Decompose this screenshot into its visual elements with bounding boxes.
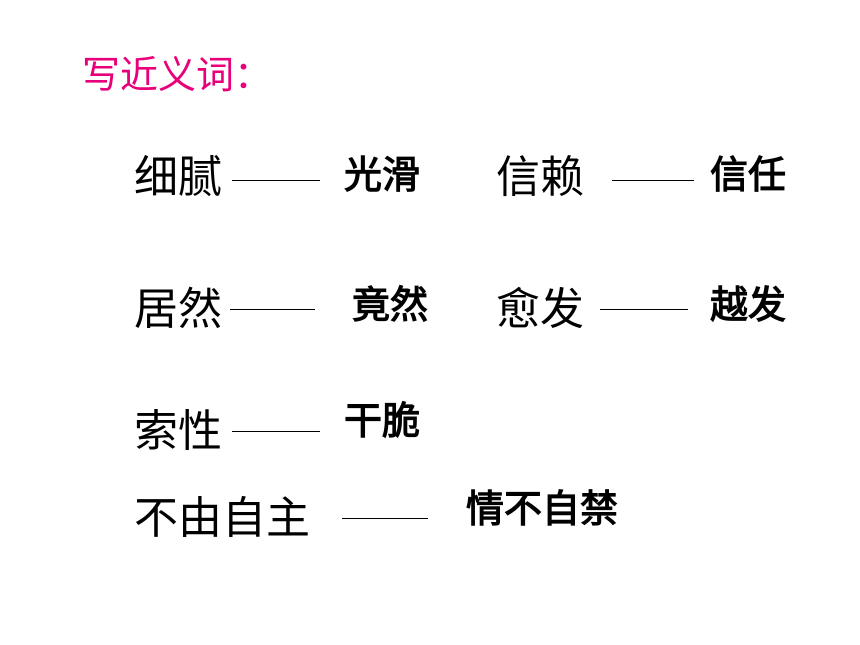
- answer-6: 情不自禁: [466, 487, 619, 531]
- word-6: 不由自主: [134, 493, 310, 544]
- dash-2: [612, 180, 694, 181]
- dash-4: [600, 309, 688, 310]
- answer-3: 竟然: [352, 283, 429, 327]
- answer-4: 越发: [710, 283, 787, 327]
- dash-3: [230, 309, 315, 310]
- answer-1: 光滑: [344, 153, 421, 197]
- slide-title: 写近义词：: [82, 53, 273, 97]
- answer-5: 干脆: [344, 399, 421, 443]
- answer-2: 信任: [710, 153, 787, 197]
- dash-5: [232, 431, 320, 432]
- word-2: 信赖: [496, 152, 584, 203]
- word-4: 愈发: [496, 284, 584, 335]
- word-5: 索性: [134, 406, 222, 457]
- word-3: 居然: [134, 284, 222, 335]
- dash-1: [232, 180, 320, 181]
- word-1: 细腻: [134, 152, 222, 203]
- dash-6: [342, 518, 428, 519]
